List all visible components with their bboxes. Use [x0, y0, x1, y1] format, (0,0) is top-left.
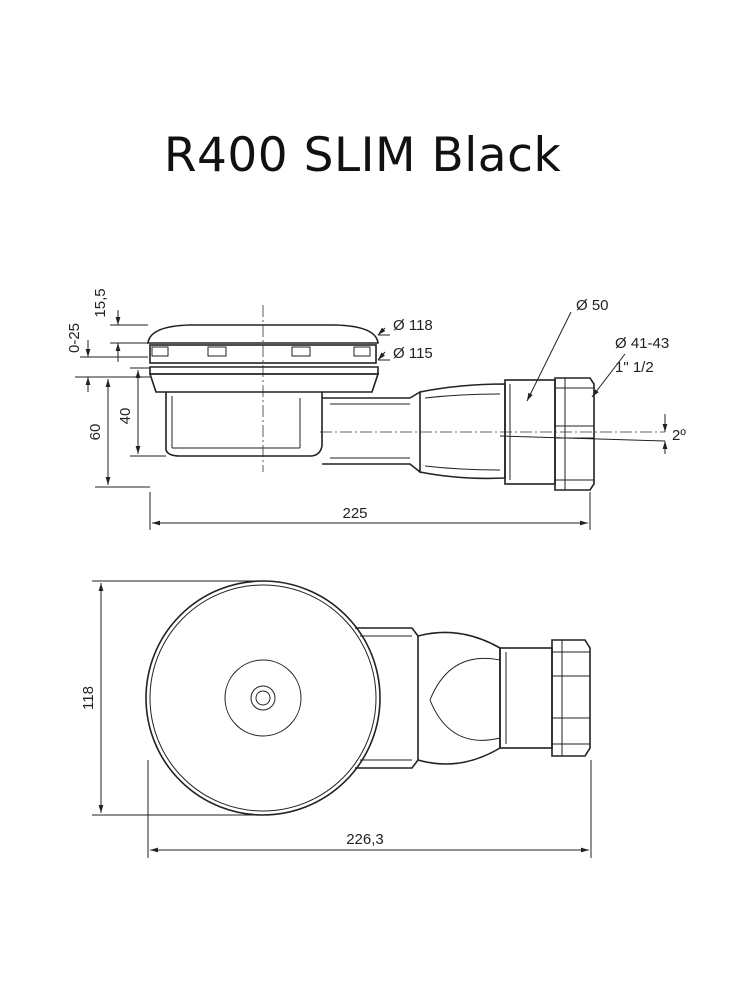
dim-label-dia-115: Ø 115: [393, 345, 433, 362]
dim-label-thread: 1" 1/2: [615, 359, 654, 376]
drawing-title: R400 SLIM Black: [163, 128, 562, 183]
dim-label-15-5: 15,5: [92, 288, 109, 317]
dim-label-225: 225: [342, 505, 367, 522]
dim-label-dia-50: Ø 50: [576, 297, 609, 314]
top-outlet-sleeve: [499, 647, 553, 749]
dim-label-226-3: 226,3: [346, 831, 384, 848]
dim-label-angle: 2º: [672, 427, 686, 444]
outlet-pipe: [322, 390, 421, 474]
drain-body: [165, 392, 323, 457]
top-cover-screw: [255, 690, 271, 706]
dim-label-dia-41-43: Ø 41-43: [615, 335, 669, 352]
dim-label-40: 40: [117, 408, 134, 425]
top-cover-center-disc: [224, 659, 302, 737]
top-outlet-body: [355, 627, 419, 769]
side-view: [75, 305, 668, 530]
dim-label-0-25: 0-25: [66, 323, 83, 353]
drain-cover: [147, 324, 379, 344]
outlet-nut: [554, 377, 595, 491]
dim-label-60: 60: [87, 424, 104, 441]
top-view: [92, 580, 592, 858]
top-cover-outer: [145, 580, 381, 816]
dim-label-118-top: 118: [80, 686, 97, 710]
dim-label-dia-118: Ø 118: [393, 317, 433, 334]
drain-flange: [149, 366, 379, 375]
top-outlet-nut: [551, 639, 591, 757]
outlet-bend: [419, 383, 506, 480]
